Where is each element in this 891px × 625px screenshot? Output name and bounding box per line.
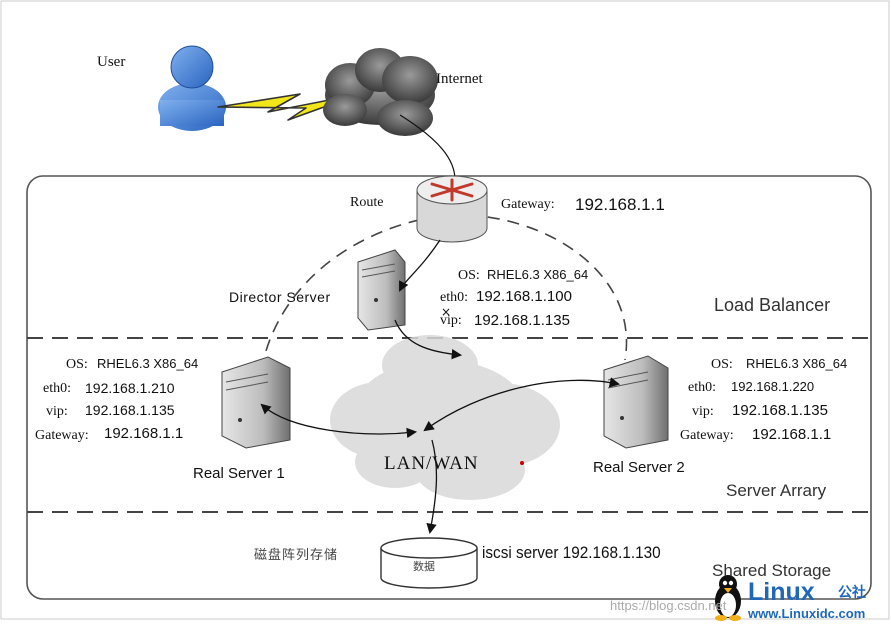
director-eth0-label: eth0:	[440, 290, 468, 305]
tux-penguin-icon	[715, 575, 741, 621]
rs2-vip-value: 192.168.1.135	[732, 402, 828, 419]
rs1-label: Real Server 1	[193, 465, 285, 482]
rs1-lan-arrow	[260, 403, 418, 439]
rs1-vip-value: 192.168.1.135	[85, 402, 175, 418]
storage-cylinder-icon	[380, 537, 478, 589]
rs2-eth0-value: 192.168.1.220	[731, 379, 815, 394]
internet-router-link	[399, 114, 456, 181]
route-gateway-value: 192.168.1.1	[575, 195, 665, 214]
director-os-label: OS:	[458, 268, 480, 283]
zone-load-balancer: Load Balancer	[714, 295, 831, 315]
zone-shared-storage: Shared Storage	[712, 561, 832, 580]
linuxidc-site: www.Linuxidc.com	[748, 606, 866, 621]
real-server-2-icon	[603, 355, 669, 449]
storage-cn-label: 磁盘阵列存储	[254, 548, 339, 563]
rs1-eth0-value: 192.168.1.210	[85, 380, 175, 396]
rs1-eth0-label: eth0:	[43, 381, 71, 396]
rs2-os-value: RHEL6.3 X86_64	[746, 356, 848, 371]
route-label: Route	[350, 195, 384, 210]
rs2-eth0-label: eth0:	[688, 380, 716, 395]
real-server-1-icon	[221, 356, 291, 449]
storage-db-label: 数据	[413, 560, 435, 573]
rs1-vip-label: vip:	[46, 404, 68, 419]
router-director-arrow	[399, 239, 441, 292]
user-icon	[158, 45, 226, 131]
director-os-value: RHEL6.3 X86_64	[487, 267, 589, 282]
zone-server-array: Server Arrary	[726, 481, 827, 500]
rs1-os-value: RHEL6.3 X86_64	[97, 356, 199, 371]
iscsi-label: iscsi server 192.168.1.130	[482, 543, 661, 562]
director-eth0-value: 192.168.1.100	[476, 288, 572, 305]
linux-brand-cn: 公社	[838, 585, 866, 601]
csdn-watermark: https://blog.csdn.net	[610, 598, 727, 613]
lan-wan-label: LAN/WAN	[384, 453, 479, 474]
route-gateway-label: Gateway:	[501, 197, 555, 212]
rs2-vip-label: vip:	[692, 404, 714, 419]
rs2-label: Real Server 2	[593, 459, 685, 476]
lan-storage-arrow	[426, 439, 438, 535]
rs1-gateway-label: Gateway:	[35, 428, 89, 443]
director-vip-value: 192.168.1.135	[474, 312, 570, 329]
rs2-gateway-value: 192.168.1.1	[752, 426, 832, 443]
rs1-gateway-value: 192.168.1.1	[104, 425, 184, 442]
director-server-icon	[357, 249, 406, 331]
rs2-gateway-label: Gateway:	[680, 428, 734, 443]
director-vip-label: vip:	[440, 313, 462, 328]
red-dot	[520, 461, 524, 465]
linux-brand-logo: Linux	[748, 578, 815, 606]
rs1-os-label: OS:	[66, 357, 88, 372]
rs2-lan-arrow	[423, 377, 621, 432]
rs2-os-label: OS:	[711, 357, 733, 372]
router-icon	[416, 175, 488, 243]
director-lan-arrow	[394, 319, 463, 360]
user-label: User	[97, 54, 126, 70]
director-server-label: Director Server	[229, 289, 331, 305]
internet-label: Internet	[436, 71, 483, 87]
internet-cloud	[323, 48, 438, 136]
cursor-mark: ×	[441, 305, 451, 319]
